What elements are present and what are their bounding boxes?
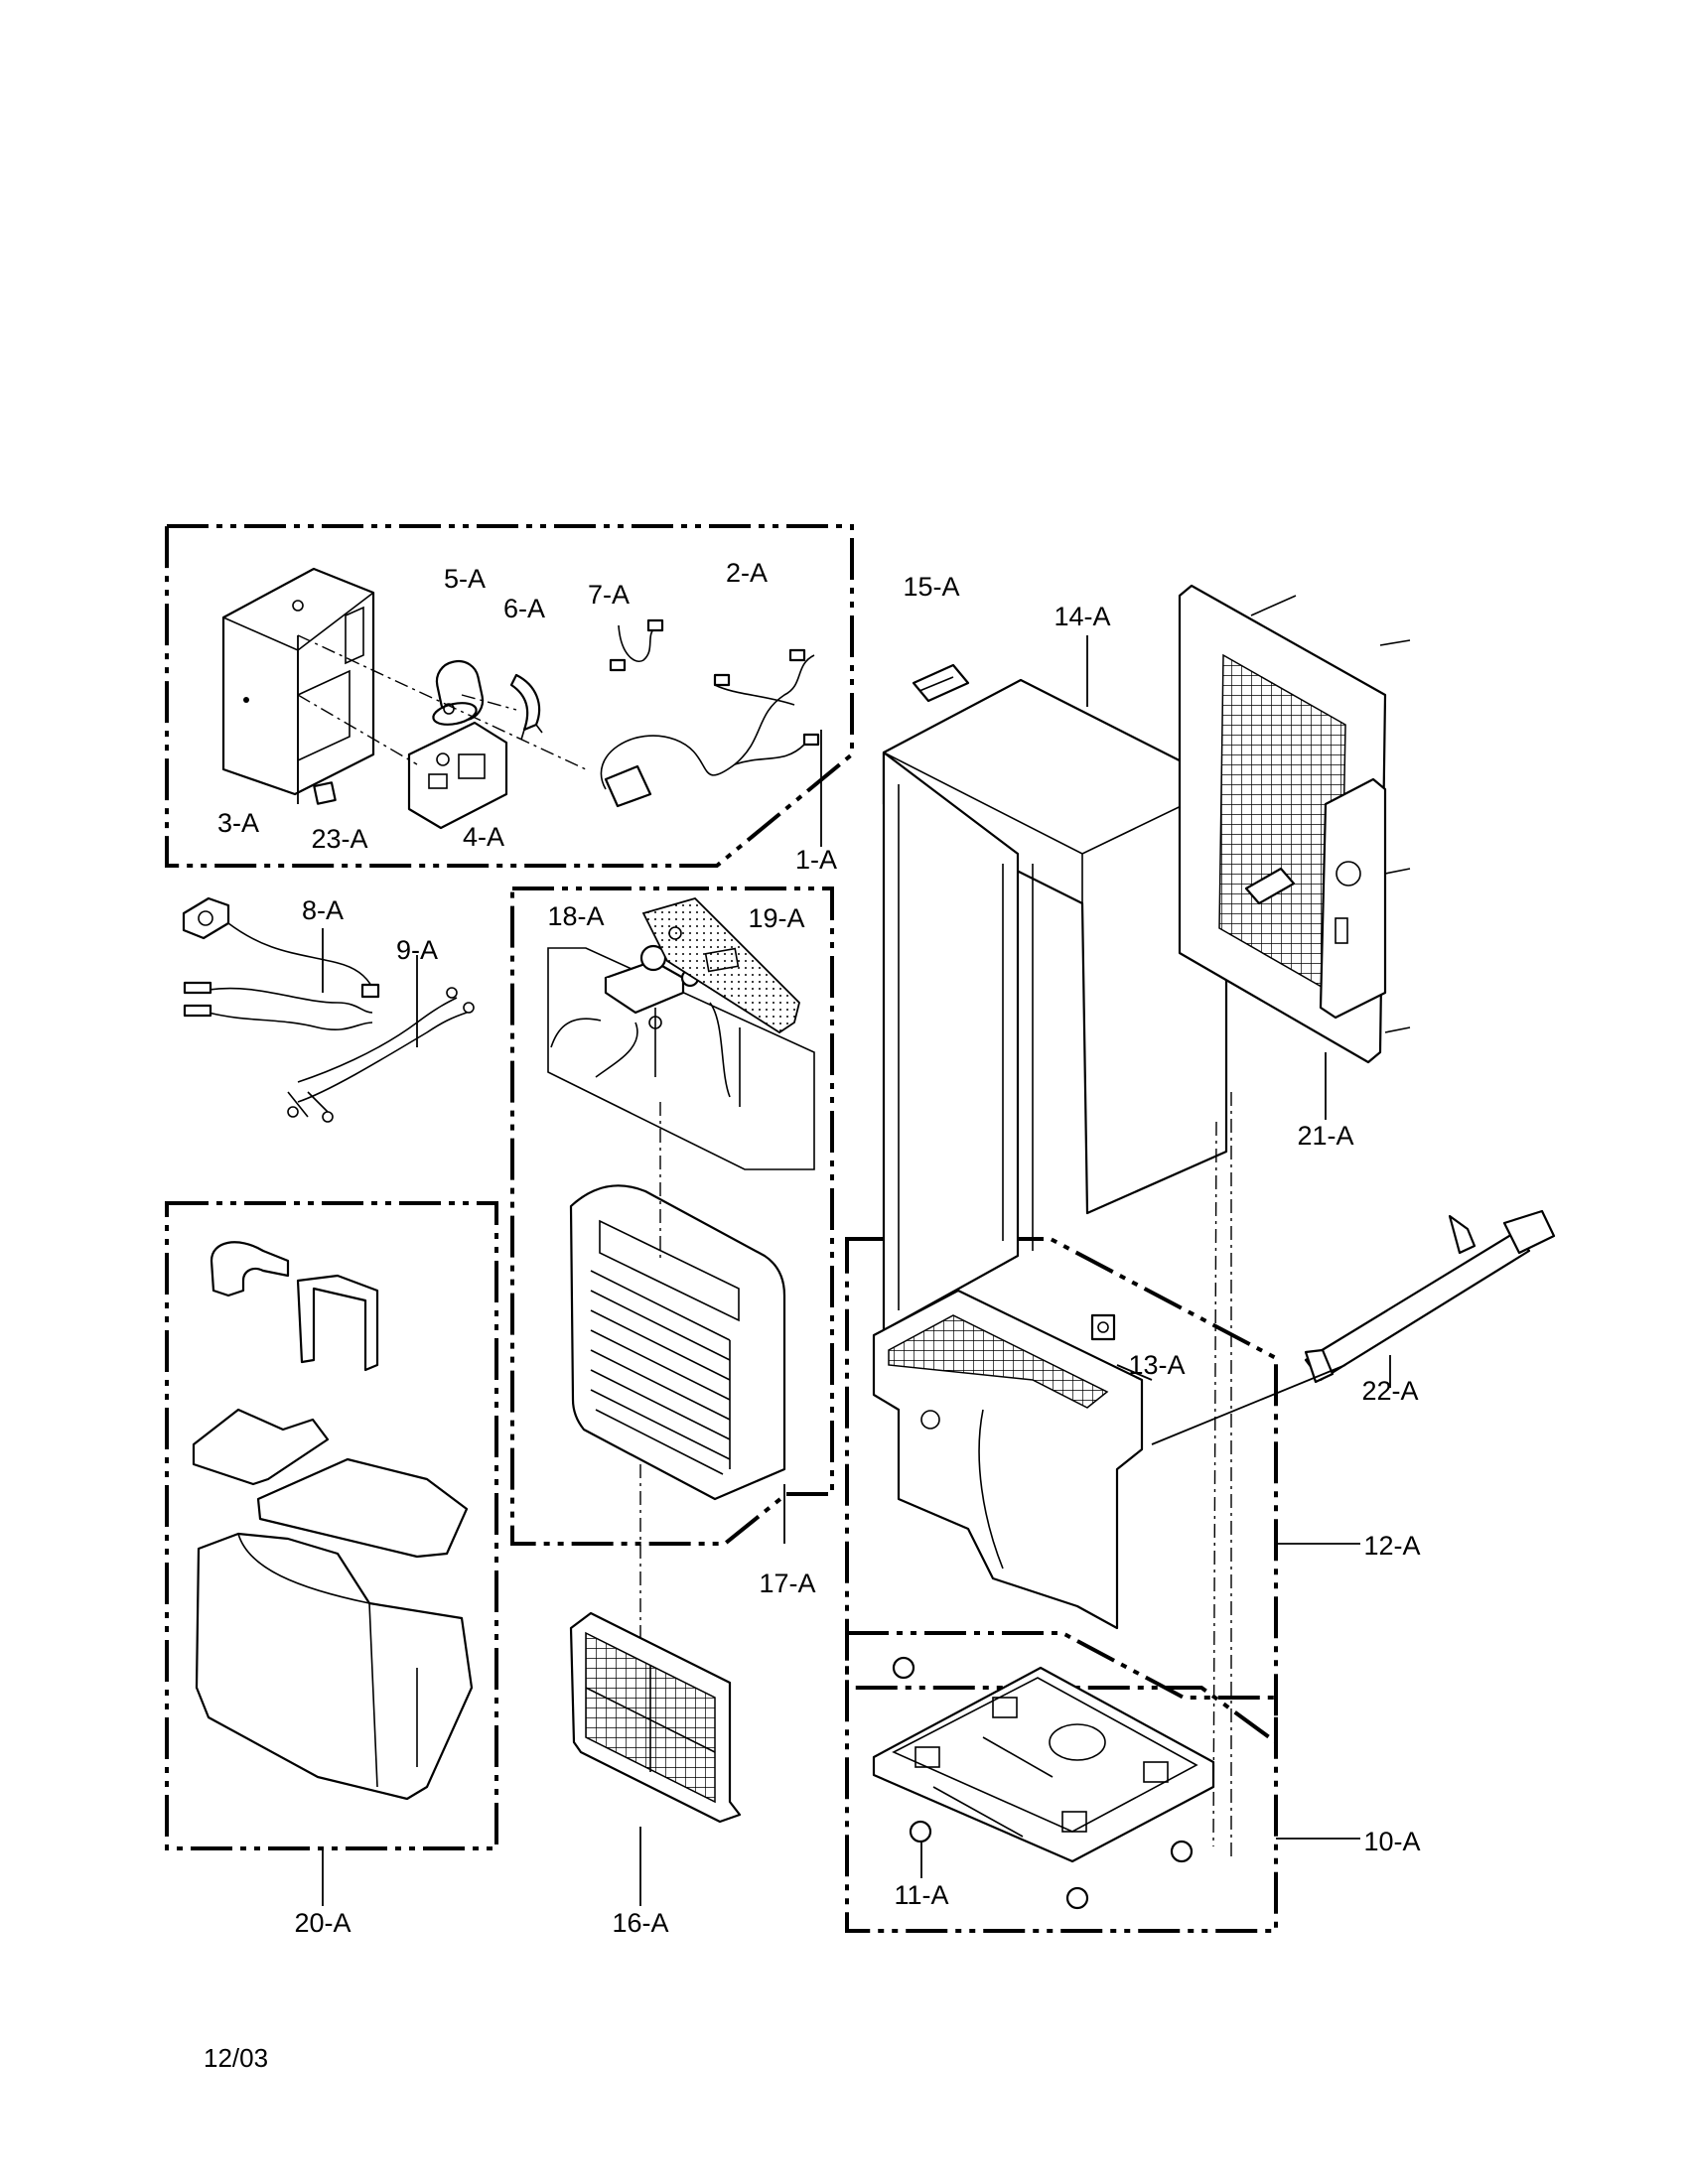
drain-cover <box>912 663 970 703</box>
label-23-A: 23-A <box>311 824 367 854</box>
footer-date: 12/03 <box>204 2043 268 2073</box>
control-board <box>407 721 508 830</box>
air-filter <box>569 1611 742 1824</box>
label-22-A: 22-A <box>1361 1376 1418 1406</box>
label-6-A: 6-A <box>503 594 545 623</box>
label-12-A: 12-A <box>1363 1531 1420 1561</box>
relay-component <box>313 781 337 805</box>
label-4-A: 4-A <box>463 822 504 852</box>
cabinet-cover <box>882 678 1228 1332</box>
control-panel-assembly <box>547 944 815 1170</box>
switch-harness <box>287 987 475 1123</box>
sensor-harness <box>182 896 380 1030</box>
group-box-bucket <box>165 1201 498 1850</box>
base-plate-with-casters <box>872 1656 1215 1910</box>
label-20-A: 20-A <box>294 1908 351 1938</box>
label-13-A: 13-A <box>1128 1350 1185 1380</box>
callout-labels: 5-A 6-A 7-A 2-A 3-A 23-A 4-A 1-A 15-A 14… <box>204 558 1421 2073</box>
capacitor-clamp <box>509 673 543 741</box>
control-panel-overlay <box>641 896 800 1034</box>
group-box-base <box>845 1631 1278 1933</box>
group-box-front-panel <box>510 887 834 1546</box>
label-19-A: 19-A <box>748 903 804 933</box>
label-17-A: 17-A <box>759 1569 815 1598</box>
drain-hose <box>1304 1209 1556 1384</box>
label-3-A: 3-A <box>217 808 259 838</box>
group-box-electrical <box>165 524 854 868</box>
label-11-A: 11-A <box>894 1880 948 1910</box>
label-15-A: 15-A <box>903 572 959 602</box>
back-panel <box>1178 584 1387 1064</box>
label-8-A: 8-A <box>302 895 344 925</box>
label-1-A: 1-A <box>795 845 837 875</box>
label-9-A: 9-A <box>396 935 438 965</box>
label-21-A: 21-A <box>1297 1121 1353 1151</box>
label-5-A: 5-A <box>444 564 486 594</box>
label-10-A: 10-A <box>1363 1827 1420 1856</box>
water-bucket-parts <box>192 1241 474 1801</box>
float-switch <box>1090 1313 1116 1341</box>
label-16-A: 16-A <box>612 1908 668 1938</box>
power-cord <box>600 648 820 808</box>
front-grille <box>569 1184 786 1501</box>
small-wire-lead <box>609 618 664 672</box>
label-2-A: 2-A <box>726 558 768 588</box>
capacitor <box>432 659 485 726</box>
label-18-A: 18-A <box>547 901 604 931</box>
label-14-A: 14-A <box>1054 602 1110 631</box>
label-7-A: 7-A <box>588 580 630 610</box>
evaporator-frame <box>872 1289 1144 1630</box>
